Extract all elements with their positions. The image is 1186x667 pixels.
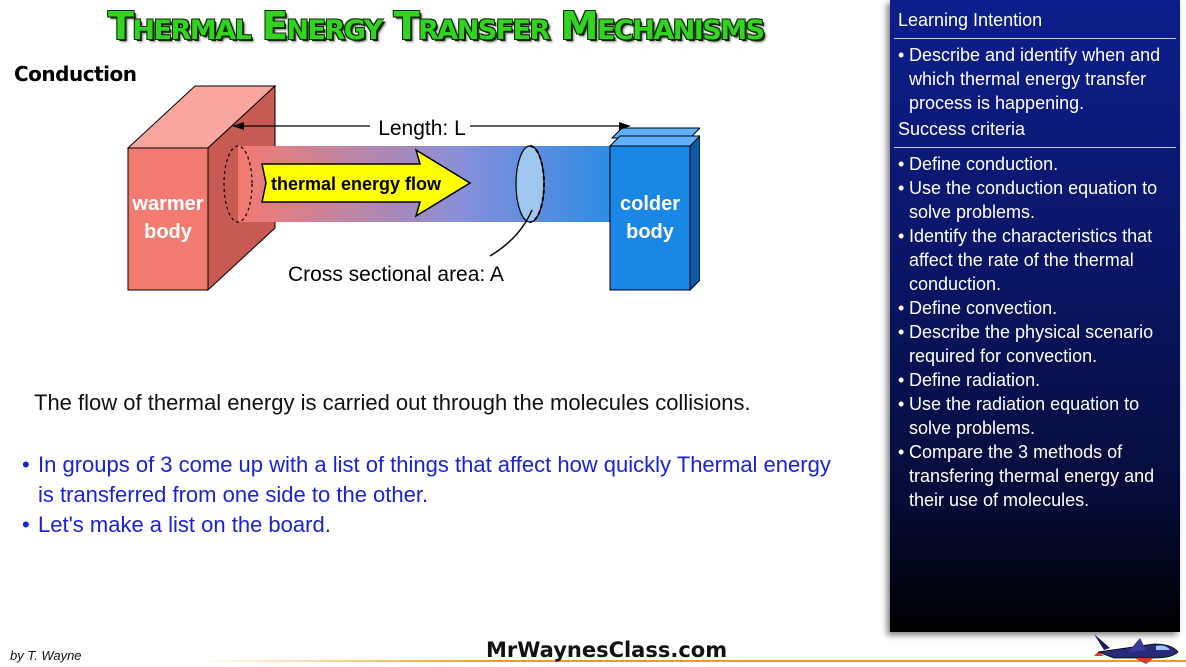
area-pointer xyxy=(489,209,533,257)
list-item: •Define convection. xyxy=(898,296,1180,320)
list-item: •Compare the 3 methods of transfering th… xyxy=(898,440,1180,512)
warmer-label-line1: warmer xyxy=(131,193,203,215)
list-item: • In groups of 3 come up with a list of t… xyxy=(22,450,842,510)
bullet-icon: • xyxy=(898,442,905,462)
bullet-icon: • xyxy=(898,45,905,65)
success-criteria-heading: Success criteria xyxy=(898,119,1026,139)
divider xyxy=(894,38,1176,39)
list-item: •Identify the characteristics that affec… xyxy=(898,224,1180,296)
divider xyxy=(894,147,1176,148)
list-item-text: Compare the 3 methods of transfering the… xyxy=(909,442,1155,510)
length-arrow xyxy=(232,122,631,130)
conducting-rod xyxy=(223,145,640,223)
bullet-icon: • xyxy=(22,452,30,477)
learning-intention-heading: Learning Intention xyxy=(898,10,1043,30)
list-item-text: Define conduction. xyxy=(909,154,1059,174)
bullet-icon: • xyxy=(898,154,905,174)
colder-label-line1: colder xyxy=(620,193,680,215)
list-item-text: Describe the physical scenario required … xyxy=(909,322,1154,366)
list-item: •Define conduction. xyxy=(898,152,1180,176)
bullet-icon: • xyxy=(898,394,905,414)
list-item-text: Use the conduction equation to solve pro… xyxy=(909,178,1158,222)
list-item-text: Define convection. xyxy=(909,298,1058,318)
flow-arrow-icon xyxy=(261,148,472,218)
list-item: •Describe the physical scenario required… xyxy=(898,320,1180,368)
colder-label-line2: body xyxy=(626,221,675,243)
site-name: MrWaynesClass.com xyxy=(486,638,728,662)
list-item: •Use the radiation equation to solve pro… xyxy=(898,392,1180,440)
warmer-label-line2: body xyxy=(144,221,193,243)
main-statement: The flow of thermal energy is carried ou… xyxy=(34,390,751,415)
list-item-text: Define radiation. xyxy=(909,370,1041,390)
list-item-text: In groups of 3 come up with a list of th… xyxy=(38,452,831,507)
conduction-diagram: Length: L thermal energy flow warmer bod… xyxy=(126,84,700,292)
footer-divider xyxy=(200,660,1186,662)
list-item: •Describe and identify when and which th… xyxy=(898,43,1180,115)
bullet-icon: • xyxy=(898,322,905,342)
bullet-icon: • xyxy=(898,298,905,318)
list-item-text: Use the radiation equation to solve prob… xyxy=(909,394,1140,438)
learning-intention-list: •Describe and identify when and which th… xyxy=(890,43,1180,115)
list-item: • Let's make a list on the board. xyxy=(22,510,842,540)
slide-title: Thermal Energy Transfer Mechanisms xyxy=(108,4,765,48)
activity-list: • In groups of 3 come up with a list of t… xyxy=(22,450,842,540)
section-heading: Conduction xyxy=(14,62,137,86)
author-credit: by T. Wayne xyxy=(10,648,82,663)
list-item-text: Describe and identify when and which the… xyxy=(909,45,1161,113)
colder-block xyxy=(608,127,700,292)
bullet-icon: • xyxy=(22,512,30,537)
bullet-icon: • xyxy=(898,226,905,246)
success-criteria-list: •Define conduction. •Use the conduction … xyxy=(890,152,1180,512)
list-item-text: Let's make a list on the board. xyxy=(38,512,331,537)
bullet-icon: • xyxy=(898,178,905,198)
flow-label: thermal energy flow xyxy=(271,174,442,194)
list-item: •Use the conduction equation to solve pr… xyxy=(898,176,1180,224)
area-label: Cross sectional area: A xyxy=(288,263,504,286)
rocket-icon xyxy=(1094,634,1179,664)
list-item-text: Identify the characteristics that affect… xyxy=(909,226,1153,294)
list-item: •Define radiation. xyxy=(898,368,1180,392)
bullet-icon: • xyxy=(898,370,905,390)
length-label: Length: L xyxy=(378,117,466,140)
objectives-panel: Learning Intention •Describe and identif… xyxy=(890,0,1180,632)
